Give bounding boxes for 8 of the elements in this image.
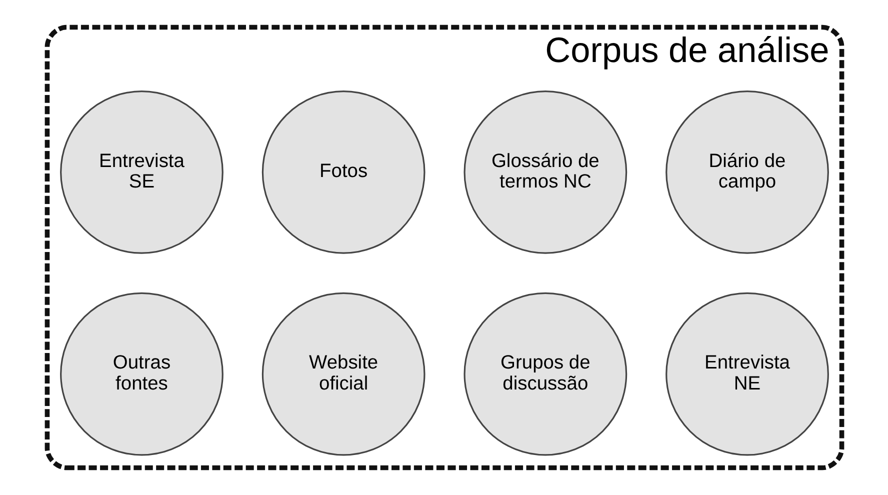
node-circle: Entrevista SE	[60, 90, 223, 254]
node-circle: Glossário de termos NC	[463, 90, 627, 254]
node-circle: Fotos	[261, 90, 425, 254]
node-circle: Website oficial	[261, 292, 425, 456]
node-circle: Entrevista NE	[665, 292, 828, 456]
node-circle: Diário de campo	[665, 90, 828, 254]
node-circle: Outras fontes	[60, 292, 223, 456]
node-circle: Grupos de discussão	[463, 292, 627, 456]
